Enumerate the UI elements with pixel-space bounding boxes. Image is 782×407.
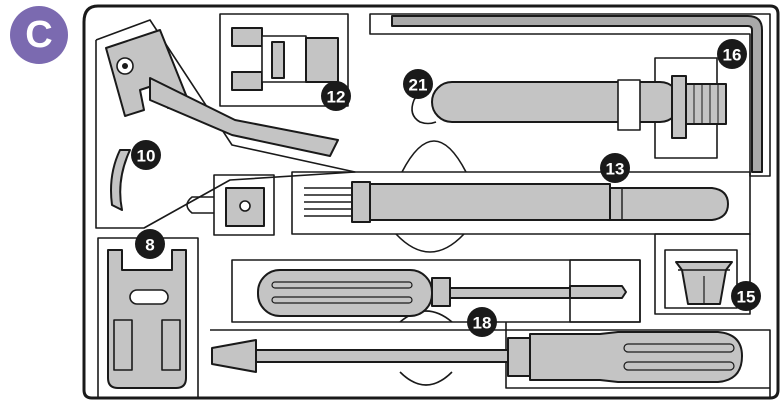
small-screwdriver xyxy=(257,269,627,317)
callout-18-label: 18 xyxy=(473,314,492,333)
callout-12: 12 xyxy=(321,81,351,111)
callout-12-label: 12 xyxy=(327,88,346,107)
callout-16-label: 16 xyxy=(723,46,742,65)
part-16-hex-wrench xyxy=(391,15,763,173)
part-8-presser-foot xyxy=(107,249,187,389)
part-21-spool-pin xyxy=(431,75,727,139)
callout-8-label: 8 xyxy=(145,236,154,255)
callout-13: 13 xyxy=(600,153,630,183)
callout-18: 18 xyxy=(467,307,497,337)
callout-13-label: 13 xyxy=(606,160,625,179)
callout-21: 21 xyxy=(403,69,433,99)
part-15-cap xyxy=(675,261,733,305)
callout-8: 8 xyxy=(135,229,165,259)
part-12-clip xyxy=(231,27,339,91)
part-10-lever xyxy=(105,29,339,211)
small-square-part xyxy=(225,187,265,227)
callout-10: 10 xyxy=(131,140,161,170)
part-18-screwdriver xyxy=(211,331,743,383)
part-13-brush xyxy=(304,181,729,223)
section-badge: C xyxy=(10,6,68,64)
callout-21-label: 21 xyxy=(409,76,428,95)
callout-10-label: 10 xyxy=(137,147,156,166)
callout-15: 15 xyxy=(731,281,761,311)
callout-15-label: 15 xyxy=(737,288,756,307)
callout-16: 16 xyxy=(717,39,747,69)
